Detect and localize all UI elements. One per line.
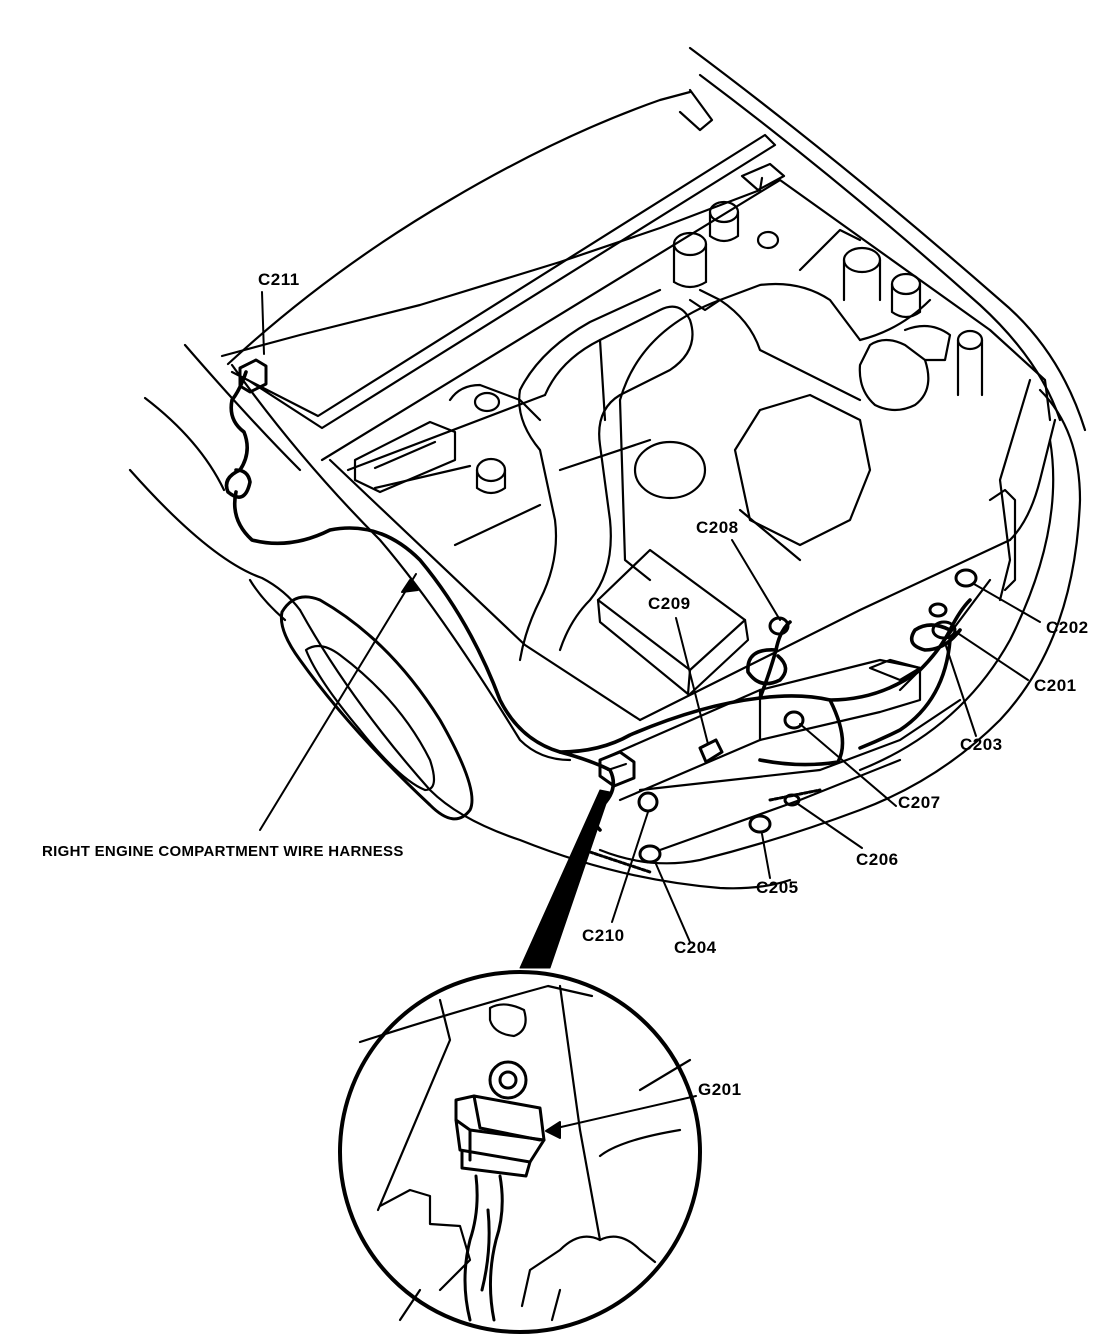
label-c202: C202 [1046, 618, 1089, 637]
connector-c209 [698, 738, 724, 764]
label-c206: C206 [856, 850, 899, 869]
label-c207: C207 [898, 793, 941, 812]
intake-hose [518, 288, 694, 662]
connector-c207 [783, 710, 805, 730]
connector-c204 [638, 844, 662, 864]
connector-c211 [238, 358, 268, 394]
wire-harness [224, 370, 972, 832]
battery [353, 383, 542, 547]
label-c204: C204 [674, 938, 717, 957]
leader-lines [259, 291, 1041, 1139]
front-wheel [279, 595, 474, 821]
label-c211: C211 [258, 270, 300, 289]
label-c203: C203 [960, 735, 1003, 754]
label-c210: C210 [582, 926, 625, 945]
connector-c206 [783, 793, 801, 807]
zoom-callout [519, 789, 611, 969]
reservoirs [672, 162, 984, 412]
harness-label: RIGHT ENGINE COMPARTMENT WIRE HARNESS [42, 843, 404, 860]
engine-block [558, 228, 932, 582]
label-c208: C208 [696, 518, 739, 537]
connector-c202 [954, 568, 978, 588]
label-c209: C209 [648, 594, 691, 613]
connector-c201 [928, 602, 957, 640]
connector-c205 [748, 814, 772, 834]
label-c205: C205 [756, 878, 799, 897]
label-c201: C201 [1034, 676, 1077, 695]
ground-terminal-g201 [454, 1060, 546, 1322]
detail-circle [338, 970, 702, 1334]
hood-outline [220, 46, 1087, 432]
connector-c210 [637, 791, 659, 813]
relay-box [596, 548, 750, 696]
fender-outline [128, 343, 792, 890]
label-g201: G201 [698, 1080, 742, 1099]
radiator-support [588, 488, 1017, 874]
ground-g201-location [598, 750, 636, 788]
